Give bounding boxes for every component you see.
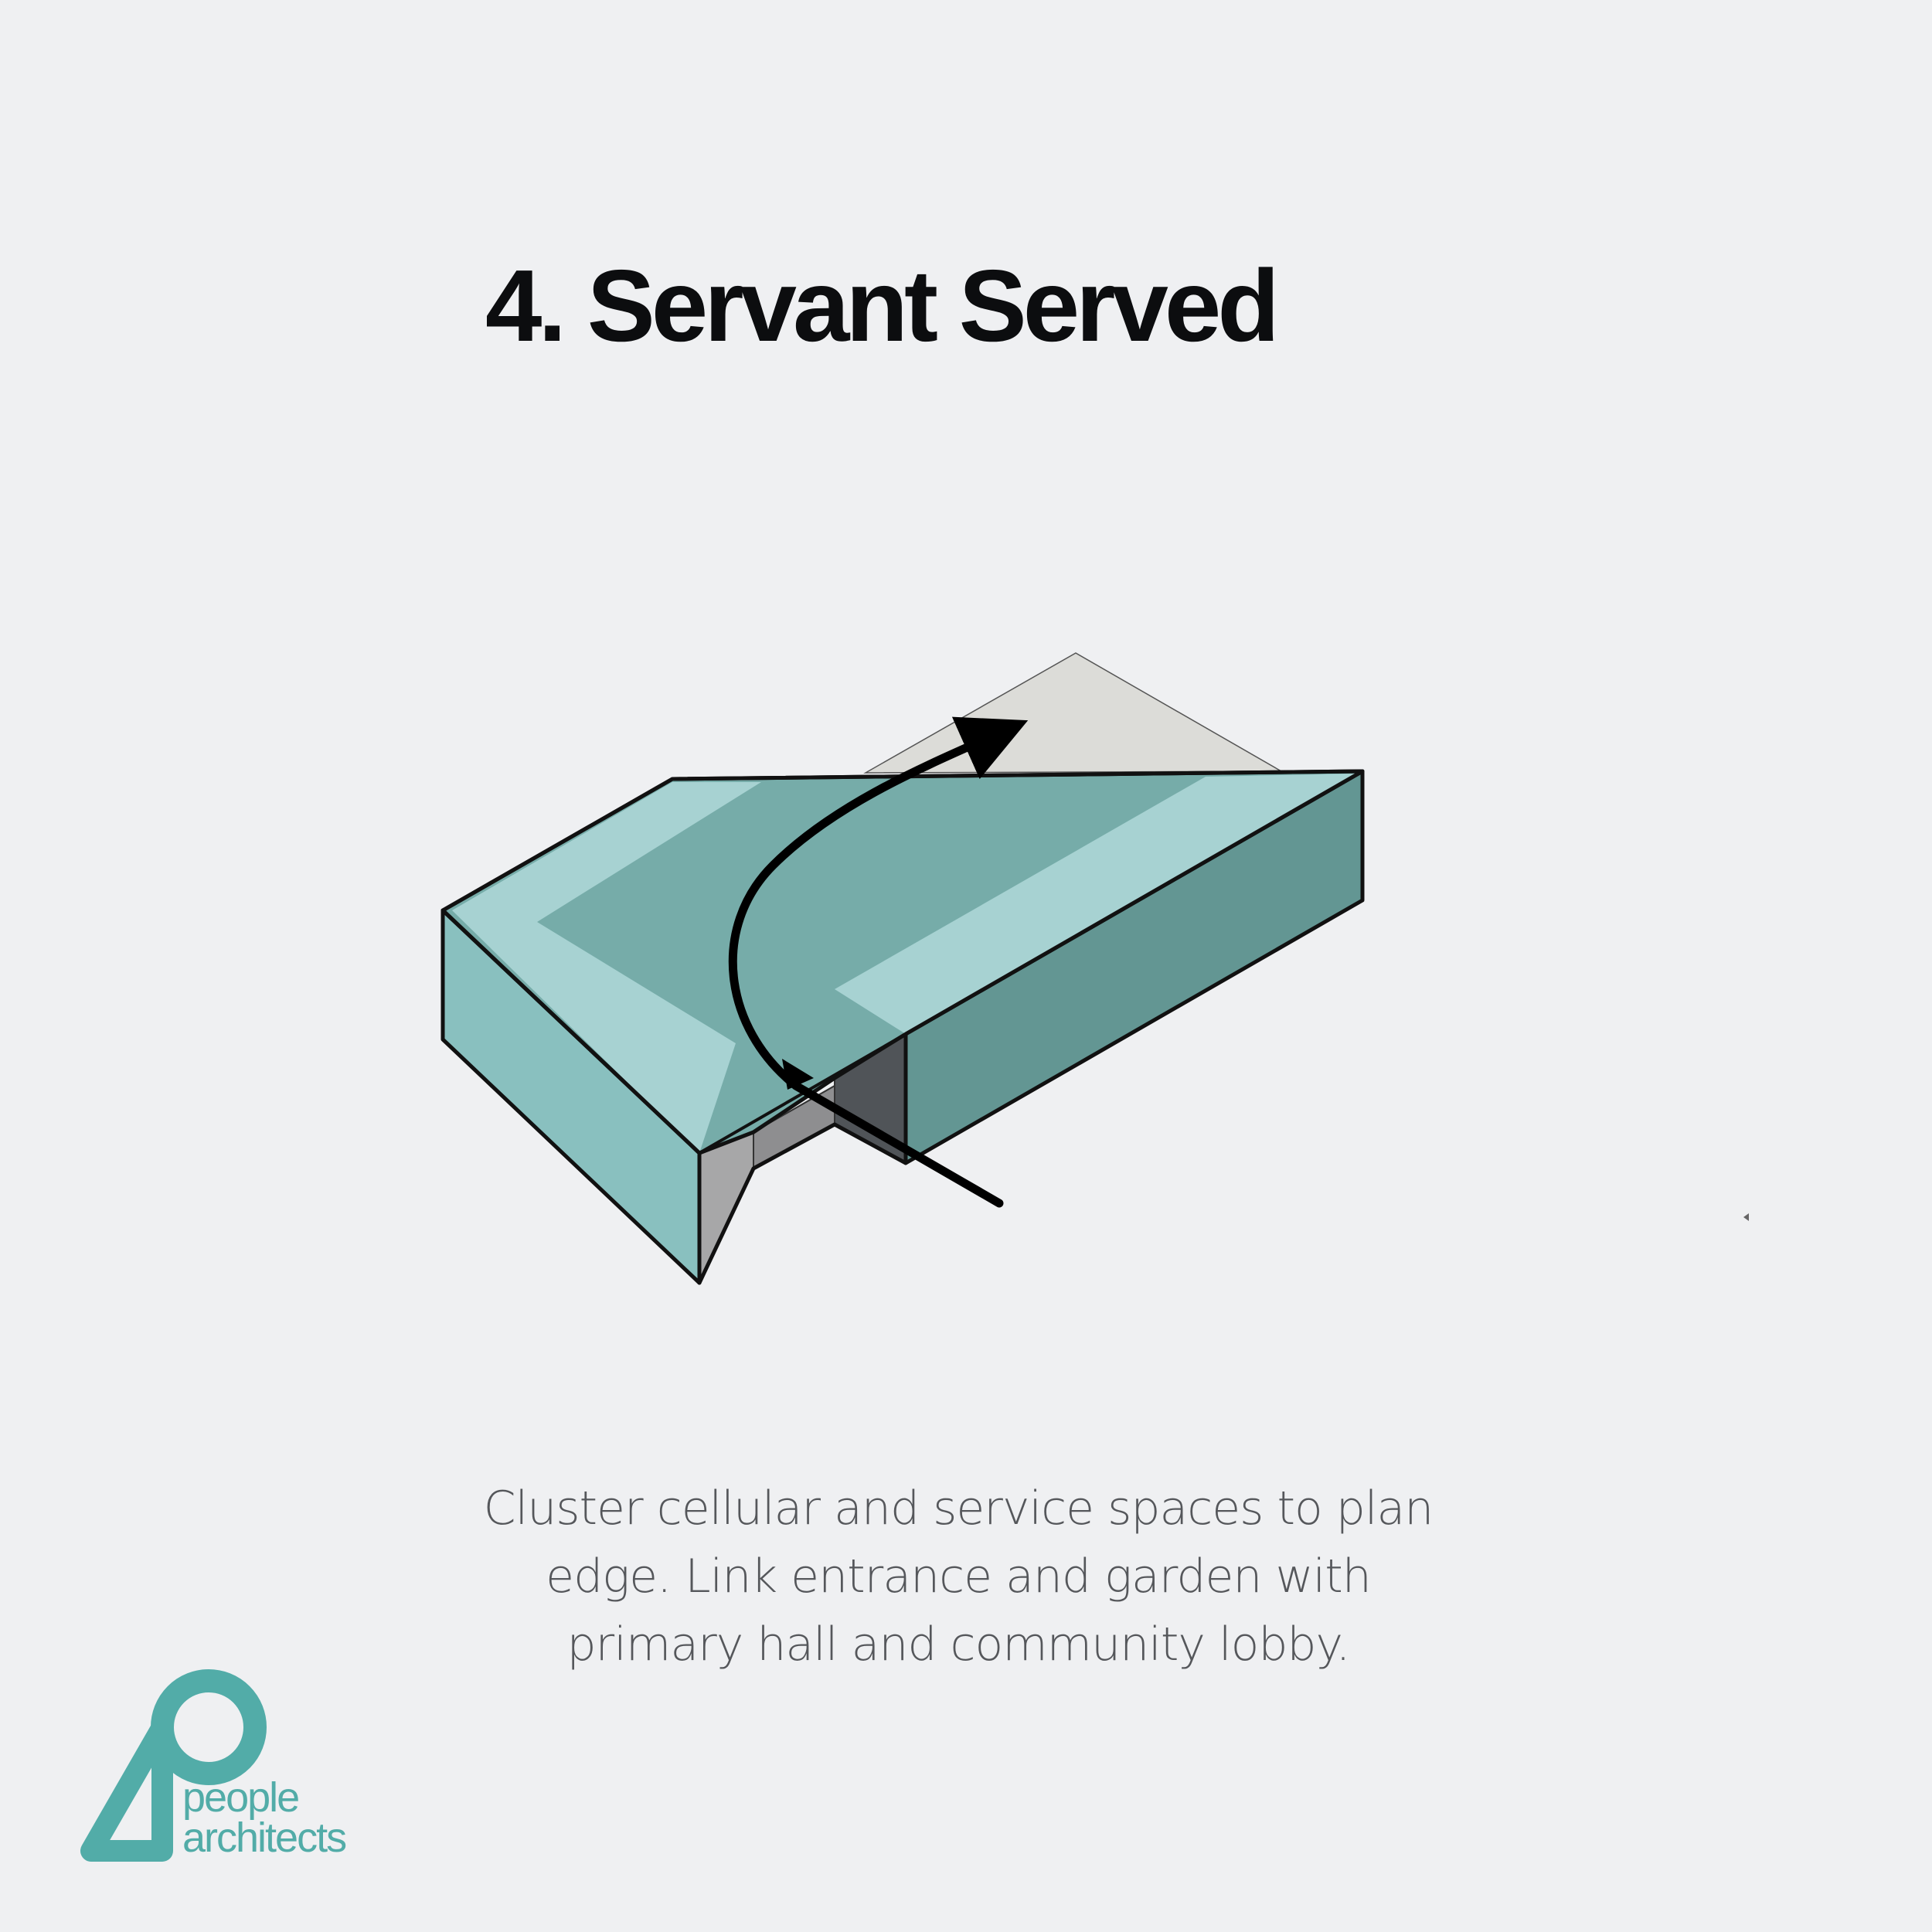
logo-line-people: people	[182, 1774, 300, 1821]
logo-icon	[80, 1669, 267, 1862]
curved-arrow-icon	[728, 716, 1029, 1208]
logo-wordmark: people architects	[182, 1774, 347, 1861]
roof-band-left	[452, 782, 761, 1153]
roof-band-right	[835, 774, 1356, 1034]
circulation-arrow-icon	[782, 1059, 814, 1090]
marker-icon	[1743, 1213, 1749, 1221]
ground-plane	[863, 652, 1284, 774]
recess-wall-left	[699, 1131, 754, 1284]
caption-text: Cluster cellular and service spaces to p…	[483, 1481, 1434, 1672]
logo-line-architects: architects	[182, 1815, 347, 1861]
page-title: 4. Servant Served	[485, 249, 1280, 362]
